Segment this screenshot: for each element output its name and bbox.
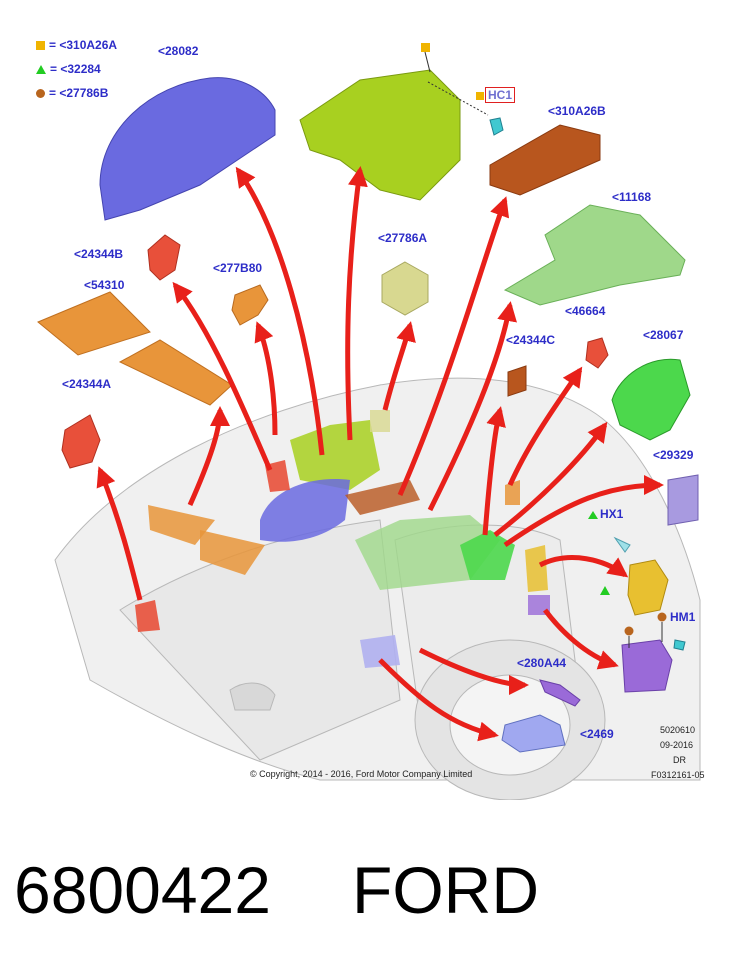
part-11168 xyxy=(503,204,686,306)
legend-label: = <310A26A xyxy=(49,38,118,52)
footer-code-3: DR xyxy=(673,755,686,765)
marker-symbols xyxy=(421,43,667,648)
copyright-text: © Copyright, 2014 - 2016, Ford Motor Com… xyxy=(250,769,473,779)
part-green-insulator xyxy=(299,69,461,201)
part-280A44 xyxy=(539,679,581,707)
label-28082: <28082 xyxy=(158,44,199,58)
arrows xyxy=(96,166,664,742)
triangle-icon xyxy=(36,65,46,75)
label-11168: <11168 xyxy=(612,190,652,204)
part-24344C xyxy=(507,365,527,397)
label-277B80: <277B80 xyxy=(213,261,263,275)
square-icon xyxy=(36,41,45,51)
brand-caption: FORD xyxy=(352,853,539,927)
part-hc1-clip xyxy=(489,117,504,136)
label-24344B: <24344B xyxy=(74,247,124,261)
part-310A26B xyxy=(489,124,601,196)
parts-diagram xyxy=(37,43,701,800)
legend-row-circle: = <27786B xyxy=(36,86,108,100)
part-277B80 xyxy=(231,284,269,326)
legend-row-square: = <310A26A xyxy=(36,38,117,52)
legend-label: = <32284 xyxy=(50,62,101,76)
part-54310-a xyxy=(37,291,151,356)
part-2469 xyxy=(501,714,566,753)
part-46664 xyxy=(585,337,609,369)
part-yellow-bracket xyxy=(627,559,669,616)
footer-code-2: 09-2016 xyxy=(660,740,694,750)
part-hm1-clip xyxy=(673,639,686,651)
part-27786A xyxy=(381,261,429,316)
label-54310: <54310 xyxy=(84,278,125,292)
label-280A44: <280A44 xyxy=(517,656,567,670)
label-24344A: <24344A xyxy=(62,377,112,391)
part-number-caption: 6800422 xyxy=(14,853,271,927)
label-46664: <46664 xyxy=(565,304,606,318)
label-310A26B: <310A26B xyxy=(548,104,606,118)
legend-row-triangle: = <32284 xyxy=(36,62,101,76)
label-hc1: HC1 xyxy=(485,87,516,103)
label-28067: <28067 xyxy=(643,328,684,342)
part-29329 xyxy=(667,474,699,526)
label-hm1: HM1 xyxy=(670,610,696,624)
part-24344B xyxy=(147,234,181,281)
footer-code-1: 5020610 xyxy=(660,725,696,735)
part-28082 xyxy=(99,77,276,221)
part-24344A xyxy=(61,414,101,469)
circle-icon xyxy=(36,89,45,99)
label-hx1: HX1 xyxy=(600,507,624,521)
footer-code-4: F0312161-05 xyxy=(651,770,705,780)
label-2469: <2469 xyxy=(580,727,614,741)
label-29329: <29329 xyxy=(653,448,694,462)
label-27786A: <27786A xyxy=(378,231,428,245)
legend-label: = <27786B xyxy=(49,86,109,100)
exploded-parts xyxy=(37,69,699,753)
part-28067 xyxy=(611,358,691,441)
part-hx1-clip xyxy=(613,536,631,553)
installed-parts xyxy=(135,410,550,668)
part-purple-bracket xyxy=(621,639,673,693)
label-24344C: <24344C xyxy=(506,333,556,347)
